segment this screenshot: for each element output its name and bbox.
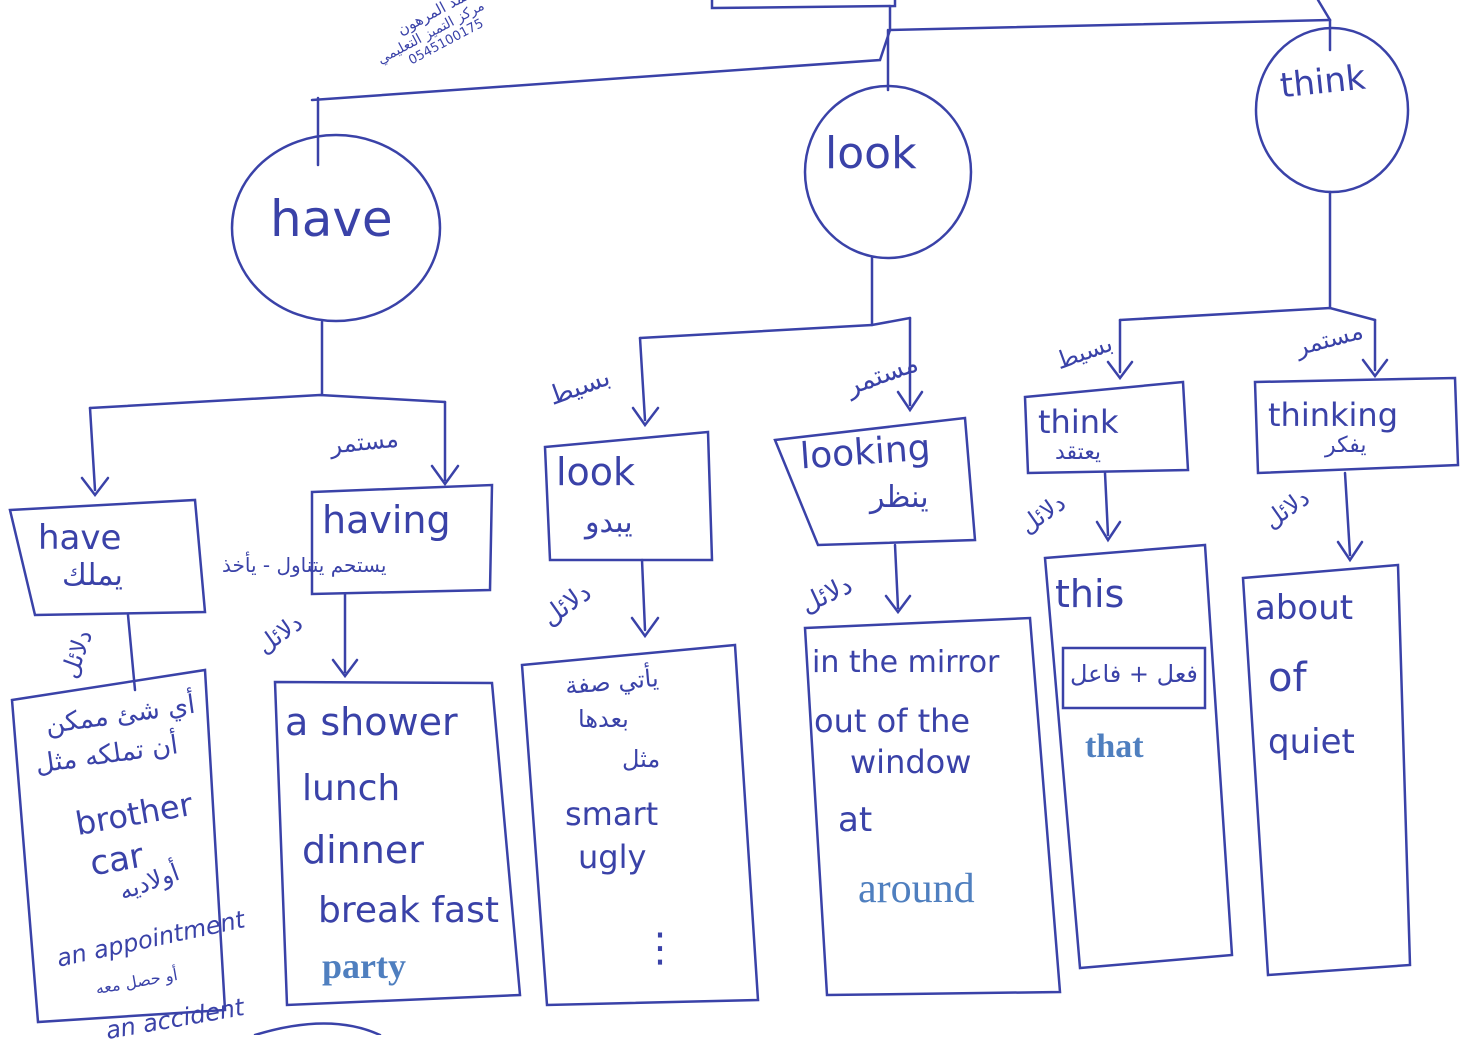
have-cont-item-2: lunch	[302, 768, 401, 809]
think-cont-item-2: of	[1268, 655, 1307, 701]
look-simple-note-3: مثل	[622, 745, 661, 773]
look-cont-clues-shape	[803, 616, 1062, 997]
have-cont-item-1: a shower	[285, 700, 458, 744]
have-simple-clues-shape	[10, 668, 227, 1024]
think-cont-clues-shape	[1241, 563, 1412, 977]
have-cont-meaning: يستحم يتناول - يأخذ	[222, 553, 387, 577]
look-cont-box-shape	[773, 416, 977, 547]
look-simple-item-2: ugly	[578, 838, 647, 876]
look-title: look	[825, 128, 917, 179]
think-simple-meaning: يعتقد	[1055, 440, 1102, 465]
have-cont-word: having	[322, 498, 451, 542]
think-simple-formula: فعل + فاعل	[1070, 660, 1198, 688]
think-circle	[1254, 26, 1410, 194]
look-simple-item-1: smart	[565, 795, 659, 833]
have-circle	[230, 133, 442, 323]
think-simple-typed: that	[1085, 728, 1144, 765]
have-cont-box-shape	[310, 483, 494, 596]
look-simple-meaning: يبدو	[585, 505, 633, 540]
think-cont-word: thinking	[1268, 396, 1399, 434]
look-simple-word: look	[556, 450, 636, 494]
think-simple-clues-shape	[1043, 543, 1234, 970]
top-bus-line	[310, 28, 892, 102]
have-title: have	[270, 190, 393, 248]
think-simple-item: this	[1055, 572, 1125, 616]
look-cont-item-2: out of the	[814, 702, 971, 740]
think-cont-box-shape	[1253, 376, 1460, 475]
think-cont-item-1: about	[1255, 588, 1354, 628]
look-simple-dots: ⋮	[640, 925, 680, 971]
formula-box-shape	[1061, 646, 1207, 710]
look-cont-typed: around	[858, 866, 975, 912]
think-cont-meaning: يفكر	[1325, 433, 1367, 458]
think-simple-word: think	[1038, 403, 1119, 441]
have-simple-box-shape	[8, 498, 207, 617]
have-cont-item-4: break fast	[318, 890, 499, 931]
think-simple-box-shape	[1023, 380, 1190, 475]
have-cont-item-3: dinner	[302, 828, 424, 872]
root-box-fragment	[710, 0, 897, 10]
look-simple-note-2: بعدها	[578, 705, 629, 733]
have-simple-word: have	[38, 518, 122, 558]
think-cont-item-3: quiet	[1268, 722, 1355, 762]
have-simple-meaning: يملك	[62, 558, 123, 593]
have-cont-clues-shape	[273, 680, 522, 1007]
look-simple-box-shape	[543, 430, 714, 562]
look-simple-clues-shape	[520, 643, 760, 1007]
have-cont-typed: party	[322, 946, 406, 986]
look-circle	[803, 84, 973, 260]
look-cont-meaning: ينظر	[870, 480, 929, 515]
look-cont-item-3: window	[850, 743, 972, 781]
look-cont-item-1: in the mirror	[812, 645, 1000, 680]
look-cont-item-4: at	[838, 800, 873, 840]
